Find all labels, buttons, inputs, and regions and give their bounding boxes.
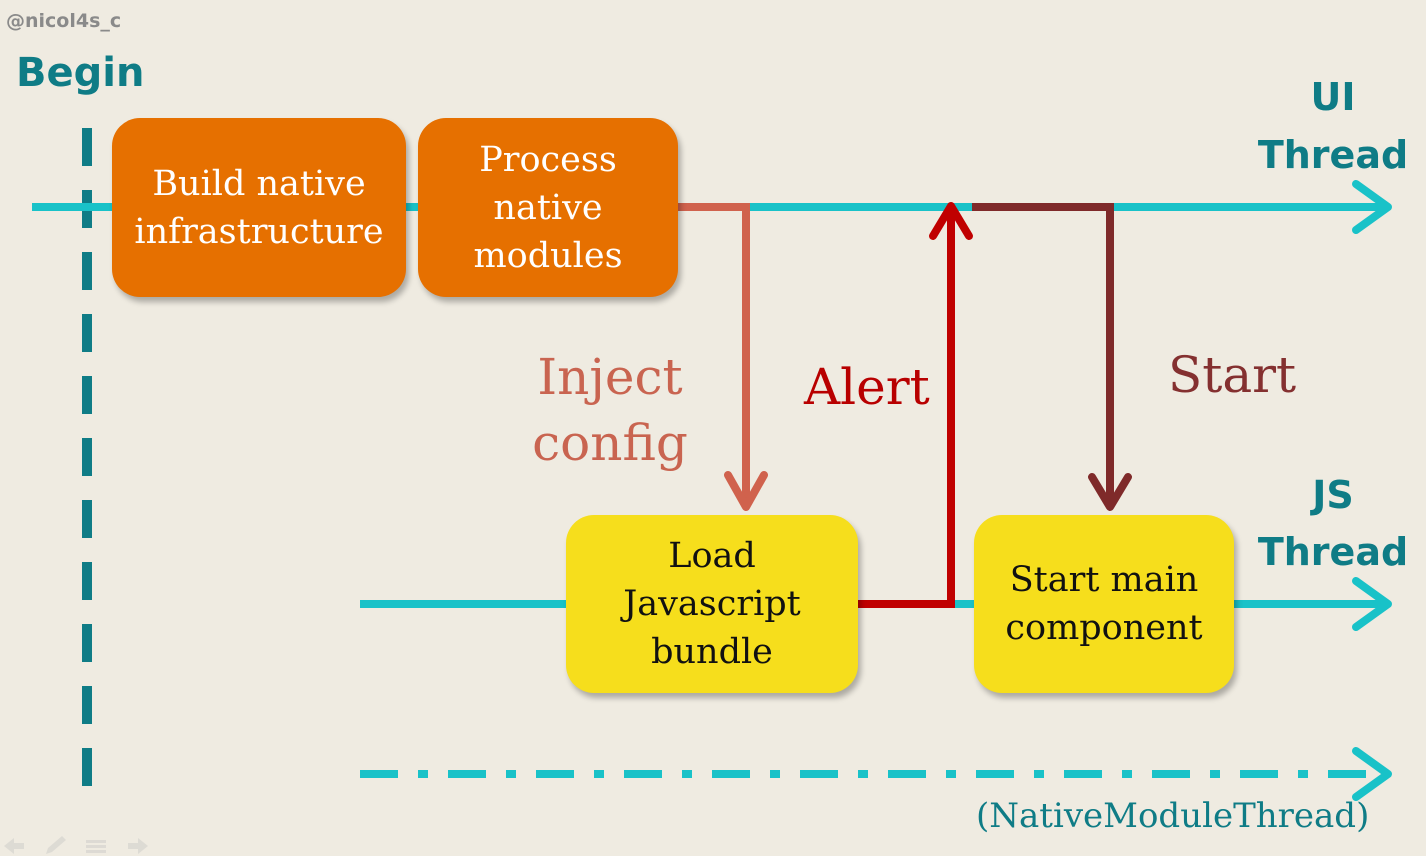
pen-icon[interactable] (46, 836, 66, 854)
alert-arrow (858, 202, 973, 608)
author-handle: @nicol4s_c (6, 10, 122, 32)
ui-thread-label-line1: UI (1310, 75, 1356, 119)
inject-config-label-line2: config (532, 414, 688, 472)
process-native-modules-box: Process native modules (418, 118, 678, 297)
alert-label: Alert (804, 358, 930, 416)
box-text-line: Build native (152, 163, 366, 204)
begin-label: Begin (16, 50, 145, 96)
start-arrow (972, 203, 1132, 511)
slide-nav-bar (4, 836, 148, 854)
box-text-line: Process (479, 139, 617, 180)
box-text-line: component (1005, 608, 1203, 648)
menu-icon[interactable] (86, 840, 106, 853)
native-module-thread-line (360, 747, 1392, 801)
ui-thread-label-line2: Thread (1257, 133, 1409, 177)
inject-config-arrow (678, 203, 768, 511)
load-javascript-bundle-box: Load Javascript bundle (566, 515, 858, 693)
forward-arrow-icon[interactable] (128, 838, 148, 854)
box-text-line: bundle (651, 632, 773, 672)
build-native-infrastructure-box: Build native infrastructure (112, 118, 406, 297)
box-text-line: Start main (1009, 560, 1199, 600)
box-text-line: Load (668, 536, 756, 576)
box-text-line: modules (473, 235, 623, 276)
box-text-line: native (493, 187, 603, 228)
box-text-line: Javascript (623, 584, 801, 624)
start-label: Start (1168, 346, 1297, 404)
inject-config-label-line1: Inject (537, 348, 683, 406)
js-thread-label-line2: Thread (1257, 530, 1409, 574)
js-thread-label-line1: JS (1312, 473, 1354, 517)
back-arrow-icon[interactable] (4, 838, 24, 854)
box-text-line: infrastructure (134, 211, 384, 252)
native-module-thread-label: (NativeModuleThread) (976, 796, 1370, 836)
start-main-component-box: Start main component (974, 515, 1234, 693)
